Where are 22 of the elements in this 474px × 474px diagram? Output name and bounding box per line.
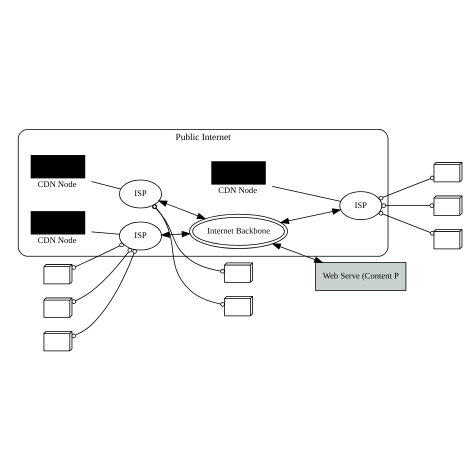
connector [381, 203, 434, 208]
connector [378, 176, 434, 200]
arrow [280, 208, 342, 224]
node-label: CDN Node [38, 178, 76, 189]
connector [72, 242, 124, 270]
node-label: CDN Node [38, 234, 76, 245]
connector [91, 231, 120, 235]
arrow [158, 200, 206, 220]
connector [378, 211, 434, 236]
node-box: Web Serve (Content P [315, 262, 406, 291]
connector [91, 181, 122, 190]
node-label: CDN Node [218, 185, 258, 196]
arrow [160, 230, 192, 238]
arrow [272, 243, 324, 263]
connector [272, 186, 341, 202]
connector [72, 248, 132, 304]
connector [71, 249, 137, 338]
connector [152, 204, 225, 307]
node-box [211, 161, 266, 185]
node-box [30, 155, 86, 178]
connector [152, 204, 225, 274]
node-box [30, 211, 86, 234]
